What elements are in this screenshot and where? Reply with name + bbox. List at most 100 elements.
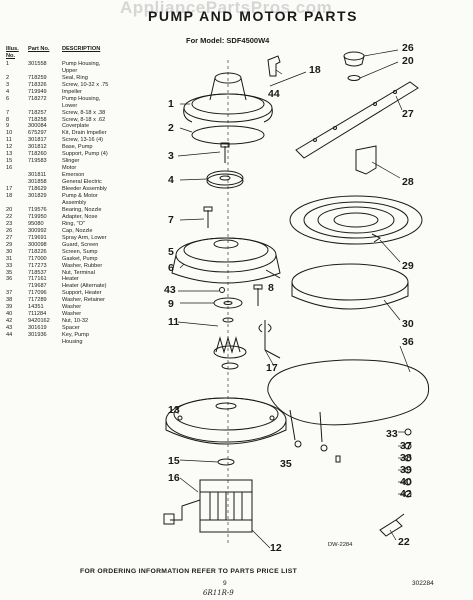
row-part-number: 95080: [28, 220, 44, 227]
row-illus-number: 7: [6, 109, 10, 116]
row-description: Kit, Drain Impeller: [62, 130, 107, 137]
header-illus: Illus. No.: [6, 46, 19, 59]
row-illus-number: 40: [6, 311, 13, 318]
header-part: Part No.: [28, 46, 50, 52]
row-part-number: 718629: [28, 186, 47, 193]
row-part-number: 718537: [28, 269, 47, 276]
callout-38: 38: [400, 452, 412, 464]
row-part-number: 718259: [28, 74, 47, 81]
row-illus-number: 23: [6, 220, 13, 227]
callout-20: 20: [402, 55, 414, 67]
callout-15: 15: [168, 455, 180, 467]
parts-list-row: 3 718326 Screw, 10-32 x .75: [6, 82, 158, 89]
row-part-number: 301619: [28, 325, 47, 332]
row-description: Assembly: [62, 199, 87, 206]
parts-list-row: 23 95080 Ring, "O": [6, 221, 158, 228]
row-illus-number: 27: [6, 234, 13, 241]
page-number: 9: [223, 580, 227, 587]
row-illus-number: 18: [6, 193, 13, 200]
row-illus-number: 6: [6, 95, 10, 102]
row-part-number: 718258: [28, 116, 47, 123]
row-part-number: 301811: [28, 172, 47, 179]
document-code: 302284: [412, 580, 434, 587]
row-part-number: 301812: [28, 144, 47, 151]
row-illus-number: 33: [6, 262, 13, 269]
lower-spray-arm: [295, 81, 419, 159]
row-part-number: 718226: [28, 248, 47, 255]
row-description: Support, Heater: [62, 290, 102, 297]
callout-28: 28: [402, 176, 414, 188]
row-illus-number: 13: [6, 151, 13, 158]
row-part-number: 719691: [28, 234, 47, 241]
row-part-number: 301817: [28, 137, 47, 144]
row-part-number: 675297: [28, 130, 47, 137]
callout-37: 37: [400, 440, 412, 452]
callout-42: 42: [400, 488, 412, 500]
row-part-number: 9420162: [28, 318, 50, 325]
row-description: Coverplate: [62, 123, 90, 130]
callout-35: 35: [280, 458, 292, 470]
row-description: Pump Housing,: [62, 60, 101, 67]
row-illus-number: 17: [6, 186, 13, 193]
watermark: AppliancePartsPros.com: [120, 0, 333, 17]
callout-1: 1: [168, 98, 174, 110]
nose-adapter: [379, 513, 405, 537]
row-description: Heater: [62, 276, 79, 283]
row-part-number: 711284: [28, 311, 47, 318]
row-part-number: 14351: [28, 304, 44, 311]
row-description: Screw, 10-32 x .75: [62, 81, 109, 88]
callout-33: 33: [386, 428, 398, 440]
row-part-number: 718326: [28, 81, 47, 88]
row-illus-number: 2: [6, 74, 10, 81]
row-illus-number: 30: [6, 248, 13, 255]
parts-list-row: 10 675297 Kit, Drain Impeller: [6, 130, 158, 137]
callout-5: 5: [168, 246, 174, 258]
row-illus-number: 3: [6, 81, 10, 88]
row-illus-number: 15: [6, 158, 13, 165]
row-description: Washer, Retainer: [62, 297, 106, 304]
pump-base: [165, 397, 287, 445]
callout-27: 27: [402, 108, 414, 120]
screw-8-18-long: [253, 284, 263, 306]
row-part-number: 718257: [28, 109, 47, 116]
header-description: DESCRIPTION: [62, 46, 101, 52]
callout-6: 6: [168, 262, 174, 274]
handwritten-note: 6R11R-9: [203, 589, 234, 597]
row-illus-number: 12: [6, 144, 13, 151]
upper-pump-housing: [183, 72, 273, 123]
callout-4: 4: [168, 174, 174, 186]
parts-list-row: Housing: [6, 339, 158, 346]
screen-guard-bracket: [355, 145, 377, 175]
row-illus-number: 26: [6, 227, 13, 234]
row-part-number: 719950: [28, 213, 47, 220]
row-description: Bearing, Nozzle: [62, 206, 102, 213]
row-illus-number: 9: [6, 123, 10, 130]
row-description: Bleeder Assembly: [62, 186, 107, 193]
row-description: Slinger: [62, 158, 80, 165]
lower-pump-housing: [171, 237, 281, 284]
row-illus-number: 10: [6, 130, 13, 137]
impeller: [206, 170, 244, 189]
row-part-number: 718272: [28, 95, 47, 102]
ordering-footer: FOR ORDERING INFORMATION REFER TO PARTS …: [80, 568, 298, 575]
row-description: Washer: [62, 304, 82, 311]
row-part-number: 301558: [28, 60, 47, 67]
row-description: Ring, "O": [62, 220, 85, 227]
row-description: Support, Pump (4): [62, 151, 108, 158]
parts-list-header: Illus. No. Part No. DESCRIPTION: [6, 46, 158, 60]
